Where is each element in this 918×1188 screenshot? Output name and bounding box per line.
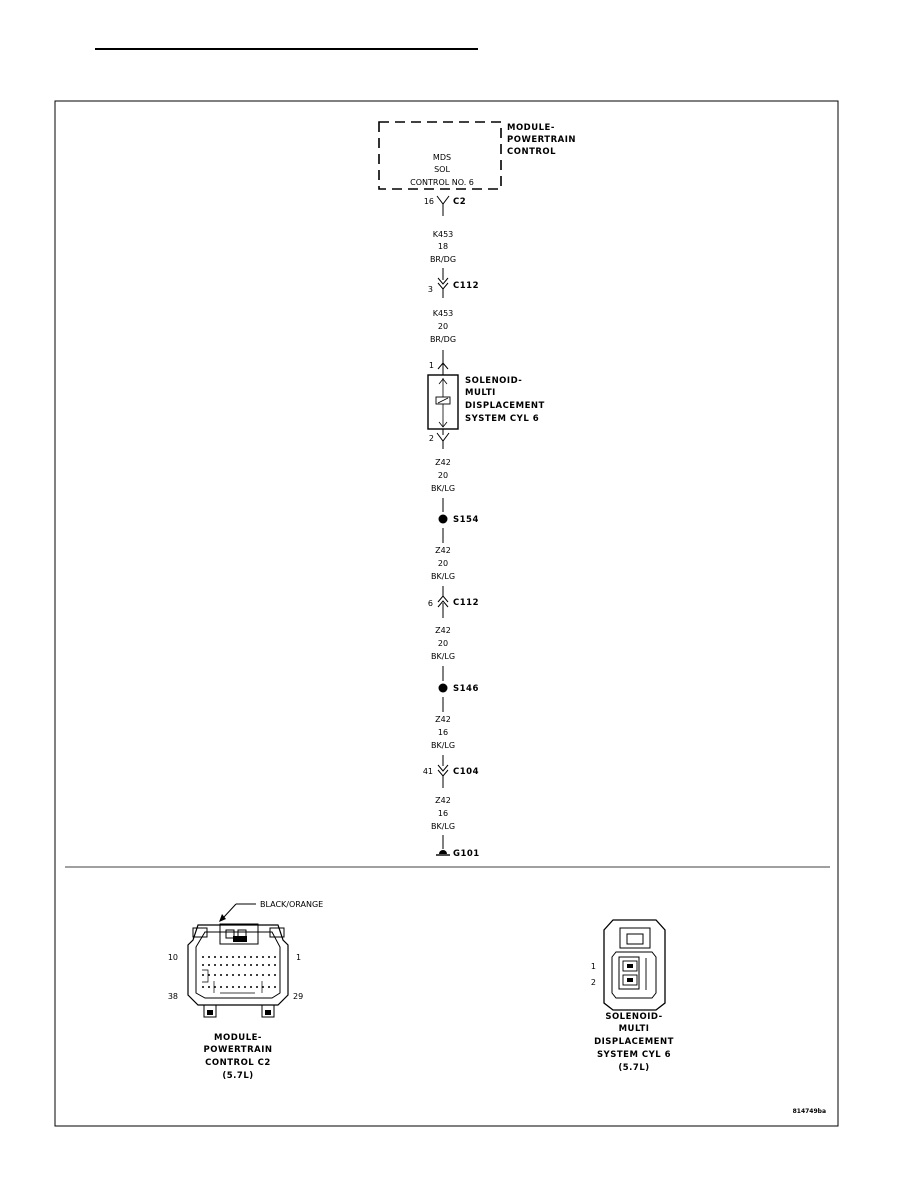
pcm-pin-29: 29 bbox=[293, 992, 303, 1001]
module-inner-line-3: CONTROL NO. 6 bbox=[410, 178, 474, 187]
wire-z42-20-a: Z42 20 BK/LG bbox=[431, 458, 455, 512]
pcm-pin-38: 38 bbox=[168, 992, 178, 1001]
solenoid-title-line-3: DISPLACEMENT bbox=[465, 401, 545, 411]
wire1-color: BR/DG bbox=[430, 255, 456, 264]
wire-z42-20-b: Z42 20 BK/LG bbox=[431, 546, 455, 596]
wire6-gauge: 16 bbox=[438, 728, 448, 737]
solenoid-title-line-2: MULTI bbox=[465, 388, 496, 398]
wire-k453-18: K453 18 BR/DG bbox=[430, 230, 456, 280]
c112-top-label: C112 bbox=[453, 281, 479, 291]
powertrain-control-module: MDS SOL CONTROL NO. 6 MODULE- POWERTRAIN… bbox=[378, 121, 576, 190]
wire4-color: BK/LG bbox=[431, 572, 455, 581]
sol-caption-3: DISPLACEMENT bbox=[594, 1037, 674, 1047]
c2-label: C2 bbox=[453, 197, 466, 207]
ground-g101: G101 bbox=[436, 849, 480, 859]
pcm-caption-3: CONTROL C2 bbox=[205, 1058, 271, 1068]
wire6-circuit: Z42 bbox=[435, 715, 451, 724]
wire3-color: BK/LG bbox=[431, 484, 455, 493]
wire3-gauge: 20 bbox=[438, 471, 448, 480]
wire5-circuit: Z42 bbox=[435, 626, 451, 635]
wire-z42-16-a: Z42 16 BK/LG bbox=[431, 715, 455, 766]
c2-pin: 16 bbox=[424, 197, 434, 206]
sol-caption-5: (5.7L) bbox=[618, 1063, 649, 1073]
wire4-circuit: Z42 bbox=[435, 546, 451, 555]
wire2-circuit: K453 bbox=[433, 309, 454, 318]
wire1-circuit: K453 bbox=[433, 230, 454, 239]
sol-caption-4: SYSTEM CYL 6 bbox=[597, 1050, 671, 1060]
module-title-line-1: MODULE- bbox=[507, 123, 555, 133]
s154-label: S154 bbox=[453, 515, 479, 525]
connector-c112-bottom: 6 C112 bbox=[428, 595, 479, 618]
wire-z42-20-c: Z42 20 BK/LG bbox=[431, 626, 455, 681]
wire7-circuit: Z42 bbox=[435, 796, 451, 805]
pcm-caption-4: (5.7L) bbox=[222, 1071, 253, 1081]
pcm-pin-10: 10 bbox=[168, 953, 178, 962]
sol-pin-1: 1 bbox=[591, 962, 596, 971]
c104-pin: 41 bbox=[423, 767, 433, 776]
solenoid-multi-displacement: 1 2 SOLENOID- MULTI DISPLACEMENT SYSTEM … bbox=[427, 361, 545, 449]
module-title-line-2: POWERTRAIN bbox=[507, 135, 576, 145]
c104-label: C104 bbox=[453, 767, 479, 777]
pcm-c2-connector-view: BLACK/ORANGE 10 1 38 29 MODULE- P bbox=[168, 900, 323, 1081]
wire2-gauge: 20 bbox=[438, 322, 448, 331]
sol-caption-1: SOLENOID- bbox=[605, 1012, 662, 1022]
pcm-caption-1: MODULE- bbox=[214, 1033, 262, 1043]
sol-caption-2: MULTI bbox=[619, 1024, 650, 1034]
wire4-gauge: 20 bbox=[438, 559, 448, 568]
s146-label: S146 bbox=[453, 684, 479, 694]
sol-pin-2: 2 bbox=[591, 978, 596, 987]
wire5-gauge: 20 bbox=[438, 639, 448, 648]
g101-label: G101 bbox=[453, 849, 480, 859]
wire6-color: BK/LG bbox=[431, 741, 455, 750]
solenoid-pin-1: 1 bbox=[429, 361, 434, 370]
solenoid-title-line-4: SYSTEM CYL 6 bbox=[465, 414, 539, 424]
wire5-color: BK/LG bbox=[431, 652, 455, 661]
c112-top-pin: 3 bbox=[428, 285, 433, 294]
module-title-line-3: CONTROL bbox=[507, 147, 556, 157]
solenoid-title-line-1: SOLENOID- bbox=[465, 376, 522, 386]
pcm-caption-2: POWERTRAIN bbox=[204, 1045, 273, 1055]
solenoid-pin-2: 2 bbox=[429, 434, 434, 443]
pcm-pin-1: 1 bbox=[296, 953, 301, 962]
wire1-gauge: 18 bbox=[438, 242, 448, 251]
wire2-color: BR/DG bbox=[430, 335, 456, 344]
splice-s146: S146 bbox=[438, 683, 479, 712]
connector-c104: 41 C104 bbox=[423, 764, 479, 788]
wire3-circuit: Z42 bbox=[435, 458, 451, 467]
splice-s154: S154 bbox=[438, 514, 479, 543]
wire7-gauge: 16 bbox=[438, 809, 448, 818]
figure-id: 814749ba bbox=[793, 1108, 826, 1115]
callout-black-orange: BLACK/ORANGE bbox=[260, 900, 323, 909]
module-inner-line-2: SOL bbox=[434, 165, 450, 174]
module-inner-line-1: MDS bbox=[433, 153, 451, 162]
c112-bottom-label: C112 bbox=[453, 598, 479, 608]
diagram-frame bbox=[54, 100, 839, 1127]
solenoid-connector-view: 1 2 SOLENOID- MULTI DISPLACEMENT SYSTEM … bbox=[591, 919, 674, 1073]
connector-c112-top: 3 C112 bbox=[428, 277, 479, 298]
c112-bottom-pin: 6 bbox=[428, 599, 433, 608]
connector-c2: 16 C2 bbox=[424, 195, 466, 216]
wire-z42-16-b: Z42 16 BK/LG bbox=[431, 796, 455, 849]
wire7-color: BK/LG bbox=[431, 822, 455, 831]
